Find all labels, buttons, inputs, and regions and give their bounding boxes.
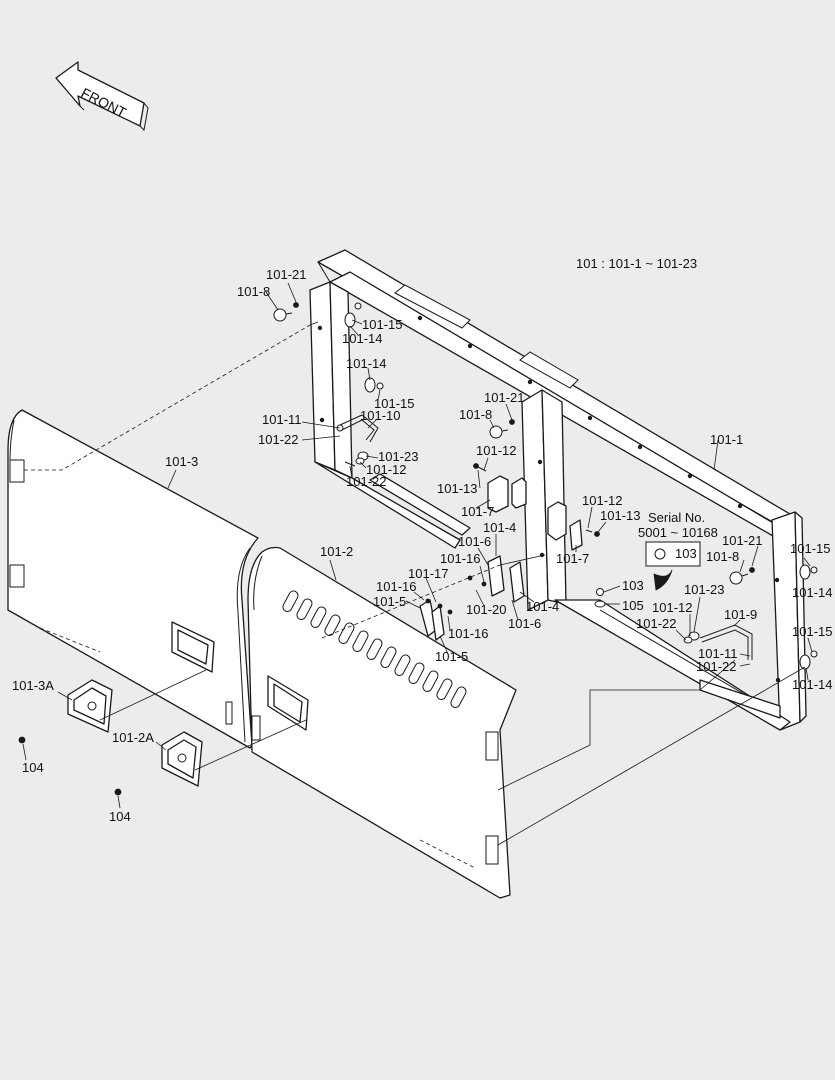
part-label: 105 — [622, 598, 644, 613]
part-label: 101-14 — [792, 585, 832, 600]
part-label: 101-20 — [466, 602, 506, 617]
part-label: 101-23 — [684, 582, 724, 597]
part-label: 101-16 — [440, 551, 480, 566]
part-label: 101-22 — [346, 474, 386, 489]
part-label: 101-2 — [320, 544, 353, 559]
part-label: 103 — [622, 578, 644, 593]
frame-assembly — [309, 249, 807, 731]
part-label: 101-5 — [435, 649, 468, 664]
left-side-panel — [7, 409, 259, 749]
part-label: 104 — [22, 760, 44, 775]
latch-handle-101-3a — [67, 679, 113, 733]
part-label: 101-14 — [342, 331, 382, 346]
part-label: 101-11 — [262, 412, 302, 427]
part-label: 104 — [109, 809, 131, 824]
part-label: 101-13 — [437, 481, 477, 496]
part-label: 101-5 — [373, 594, 406, 609]
serial-note-line2: 5001 ~ 10168 — [638, 525, 718, 540]
part-label: 101-15 — [374, 396, 414, 411]
part-label: 101-22 — [636, 616, 676, 631]
part-label: 101-15 — [792, 624, 832, 639]
part-label: 101-3A — [12, 678, 54, 693]
part-label: 101-4 — [526, 599, 559, 614]
part-label: 101-17 — [408, 566, 448, 581]
part-label: 101-8 — [459, 407, 492, 422]
part-label: 101-6 — [458, 534, 491, 549]
part-label: 101-10 — [360, 408, 400, 423]
serial-note-line1: Serial No. — [648, 510, 705, 525]
part-label: 101-16 — [376, 579, 416, 594]
part-label: 101-2A — [112, 730, 154, 745]
part-label: 101-11 — [698, 646, 738, 661]
part-label: 101-23 — [378, 449, 418, 464]
latch-handle-101-2a — [161, 731, 203, 787]
part-label: 101-14 — [346, 356, 386, 371]
assembly-lines — [22, 282, 813, 846]
serial-callout-label: 103 — [675, 546, 697, 561]
part-label: 101-21 — [266, 267, 306, 282]
center-side-panel — [247, 546, 517, 899]
front-arrow-icon: FRONT — [55, 61, 149, 132]
part-label: 101-12 — [652, 600, 692, 615]
part-label: 101-12 — [582, 493, 622, 508]
part-label: 101-14 — [792, 677, 832, 692]
assembly-note: 101 : 101-1 ~ 101-23 — [576, 256, 697, 271]
part-label: 101-6 — [508, 616, 541, 631]
part-labels: 101 : 101-1 ~ 101-23 Serial No. 5001 ~ 1… — [12, 256, 832, 824]
part-label: 101-22 — [696, 659, 736, 674]
part-label: 101-8 — [706, 549, 739, 564]
part-label: 101-15 — [790, 541, 830, 556]
part-label: 101-12 — [476, 443, 516, 458]
part-label: 101-4 — [483, 520, 516, 535]
part-label: 101-8 — [237, 284, 270, 299]
part-label: 101-21 — [722, 533, 762, 548]
part-label: 101-7 — [461, 504, 494, 519]
part-label: 101-16 — [448, 626, 488, 641]
part-label: 101-1 — [710, 432, 743, 447]
part-label: 101-13 — [600, 508, 640, 523]
part-label: 101-12 — [366, 462, 406, 477]
part-label: 101-7 — [556, 551, 589, 566]
part-label: 101-3 — [165, 454, 198, 469]
part-label: 101-21 — [484, 390, 524, 405]
part-label: 101-15 — [362, 317, 402, 332]
part-label: 101-9 — [724, 607, 757, 622]
hardware — [18, 302, 818, 796]
part-label: 101-22 — [258, 432, 298, 447]
